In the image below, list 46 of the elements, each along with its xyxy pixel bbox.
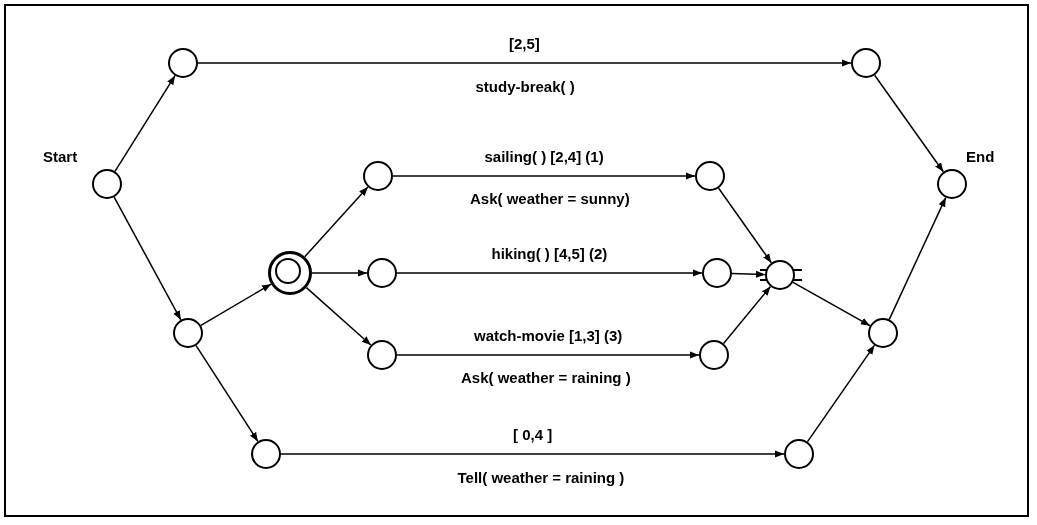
arrow [722,285,772,345]
arrow [114,74,176,173]
edge-label: hiking( ) [4,5] (2) [491,245,608,262]
circle-node [92,169,122,199]
edge-label: sailing( ) [2,4] (1) [484,148,604,165]
arrow [195,344,259,443]
edge-note: Ask( weather = raining ) [461,369,631,386]
circle-node [937,169,967,199]
circle-node [251,439,281,469]
arrow [731,270,766,278]
arrow [113,196,182,321]
node-caption: End [966,148,995,165]
circle-node [173,318,203,348]
join-circle-node [765,260,795,290]
arrow [280,450,785,458]
circle-node [784,439,814,469]
arrow [806,344,876,443]
arrow [197,59,852,67]
circle-node [367,340,397,370]
circle-node [695,161,725,191]
arrow [888,196,947,321]
edge-note: Tell( weather = raining ) [457,469,625,486]
arrow [873,74,945,173]
arrow [396,351,700,359]
arrow [311,269,368,277]
arrow [792,281,871,327]
circle-node [699,340,729,370]
circle-node [851,48,881,78]
edge-label: watch-movie [1,3] (3) [474,327,623,344]
edge-label: [2,5] [509,35,540,52]
circle-node [702,258,732,288]
arrow [200,283,272,327]
circle-node [367,258,397,288]
edge-note: study-break( ) [475,78,575,95]
circle-node [868,318,898,348]
circle-node [168,48,198,78]
arrow [717,187,773,264]
node-caption: Start [43,148,78,165]
double-circle-node [268,251,312,295]
arrow [305,286,372,346]
edge-label: [ 0,4 ] [513,426,553,443]
arrow [392,172,696,180]
circle-node [363,161,393,191]
arrow [304,186,369,258]
edge-note: Ask( weather = sunny) [470,190,630,207]
arrow [396,269,703,277]
